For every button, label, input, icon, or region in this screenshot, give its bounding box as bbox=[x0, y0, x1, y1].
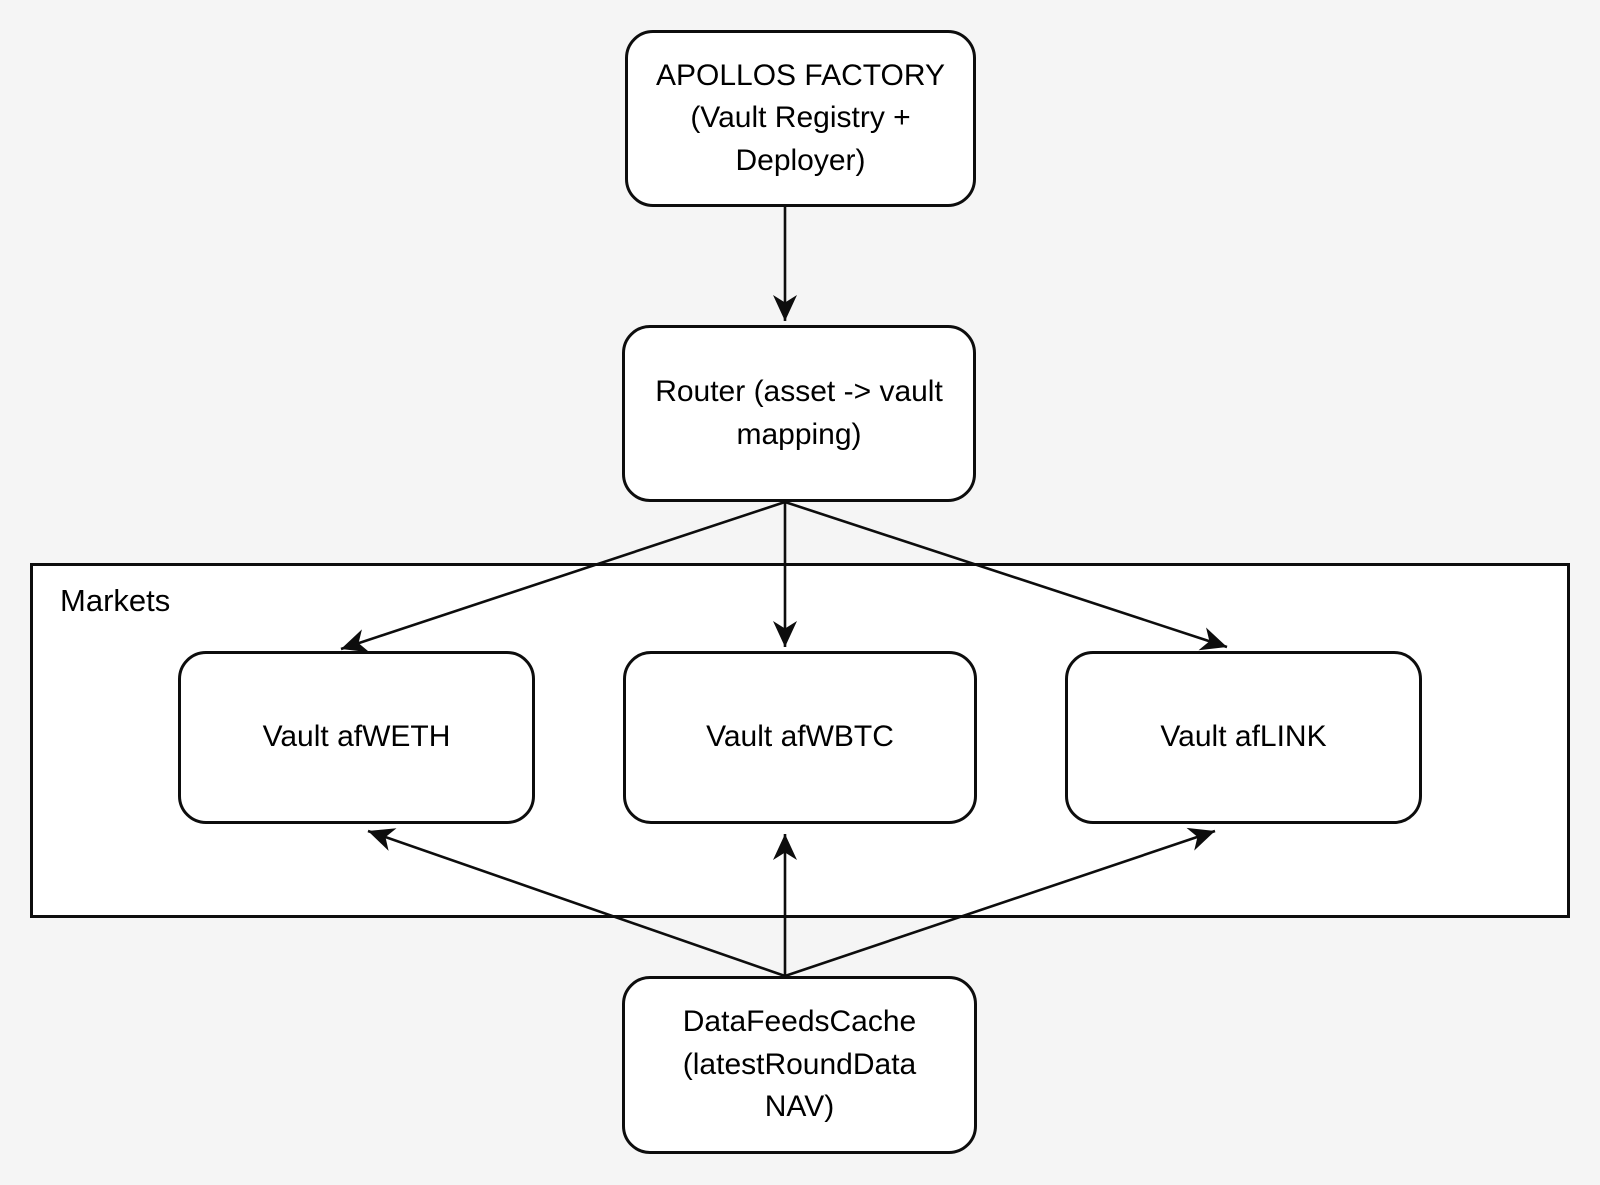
node-vault-afweth: Vault afWETH bbox=[178, 651, 535, 824]
node-apollos-factory-label: APOLLOS FACTORY (Vault Registry + Deploy… bbox=[656, 58, 945, 177]
node-vault-afweth-label: Vault afWETH bbox=[262, 720, 451, 754]
node-router-label: Router (asset -> vault mapping) bbox=[655, 374, 943, 451]
node-vault-afwbtc: Vault afWBTC bbox=[623, 651, 977, 824]
node-vault-aflink: Vault afLINK bbox=[1065, 651, 1422, 824]
node-vault-aflink-label: Vault afLINK bbox=[1160, 720, 1327, 754]
node-datafeedscache-label: DataFeedsCache (latestRoundData NAV) bbox=[682, 1005, 917, 1124]
group-markets-label: Markets bbox=[60, 583, 171, 618]
node-router: Router (asset -> vault mapping) bbox=[622, 325, 976, 502]
node-vault-afwbtc-label: Vault afWBTC bbox=[706, 720, 894, 754]
node-datafeedscache: DataFeedsCache (latestRoundData NAV) bbox=[622, 976, 977, 1154]
node-apollos-factory: APOLLOS FACTORY (Vault Registry + Deploy… bbox=[625, 30, 976, 207]
